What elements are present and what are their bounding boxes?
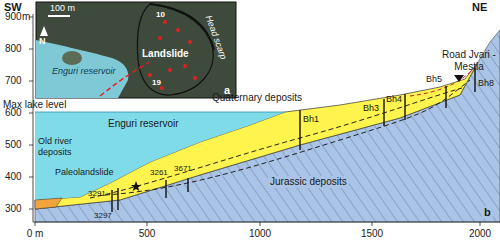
borehole-label: Bh3 bbox=[363, 103, 379, 114]
axis-tick-label: 500 bbox=[5, 139, 22, 151]
slip-surface bbox=[90, 88, 462, 198]
borehole-number: 3291 bbox=[88, 189, 106, 199]
water-label: Enguri reservoir bbox=[108, 118, 179, 130]
axis-tick-label: 900 bbox=[5, 11, 22, 23]
point-number: 10 bbox=[156, 10, 165, 20]
axis-tick-label: 2000 bbox=[469, 228, 491, 240]
road-label: Road Jvari -Mestia bbox=[440, 49, 498, 73]
axis-unit: m bbox=[22, 11, 30, 23]
borehole-label: Bh8 bbox=[478, 78, 494, 89]
axis-tick-label: 800 bbox=[5, 43, 22, 55]
borehole-number: 3297 bbox=[94, 211, 112, 221]
panel-letter: b bbox=[482, 206, 493, 219]
borehole-label: Bh5 bbox=[426, 74, 442, 85]
axis-tick-label: 1000 bbox=[249, 228, 271, 240]
borehole-number: 3261 bbox=[150, 168, 168, 178]
feature-label: Paleolandslide bbox=[55, 167, 114, 178]
axis-tick-label: 300 bbox=[5, 203, 22, 215]
axis-tick-label: 400 bbox=[5, 171, 22, 183]
panel-letter: a bbox=[224, 84, 230, 97]
old-river-deposits bbox=[35, 198, 62, 209]
reservoir-water bbox=[35, 112, 285, 200]
scale-label: 100 m bbox=[50, 3, 75, 14]
area-label: Landslide bbox=[142, 48, 189, 60]
borehole-number: 3671 bbox=[174, 164, 192, 174]
borehole-label: Bh4 bbox=[386, 94, 402, 105]
direction-label: NE bbox=[472, 1, 487, 14]
road-marker bbox=[454, 75, 464, 82]
water-label: Enguri reservoir bbox=[52, 66, 116, 77]
point-number: 19 bbox=[152, 78, 161, 88]
max-lake-line bbox=[35, 112, 285, 113]
level-label: Max lake level bbox=[3, 99, 66, 111]
layer-label: Jurassic deposits bbox=[268, 176, 349, 188]
axis-tick-label: 700 bbox=[5, 75, 22, 87]
north-label: N bbox=[39, 36, 46, 47]
inset-map bbox=[36, 2, 236, 98]
axis-tick-label: 1500 bbox=[361, 228, 383, 240]
borehole-label: Bh1 bbox=[303, 114, 319, 125]
axis-tick-label: 0 m bbox=[27, 228, 44, 240]
axis-tick-label: 500 bbox=[139, 228, 156, 240]
layer-label: Old river deposits bbox=[38, 136, 86, 158]
jurassic-layer bbox=[35, 30, 500, 222]
paleolandslide-star bbox=[131, 181, 141, 191]
